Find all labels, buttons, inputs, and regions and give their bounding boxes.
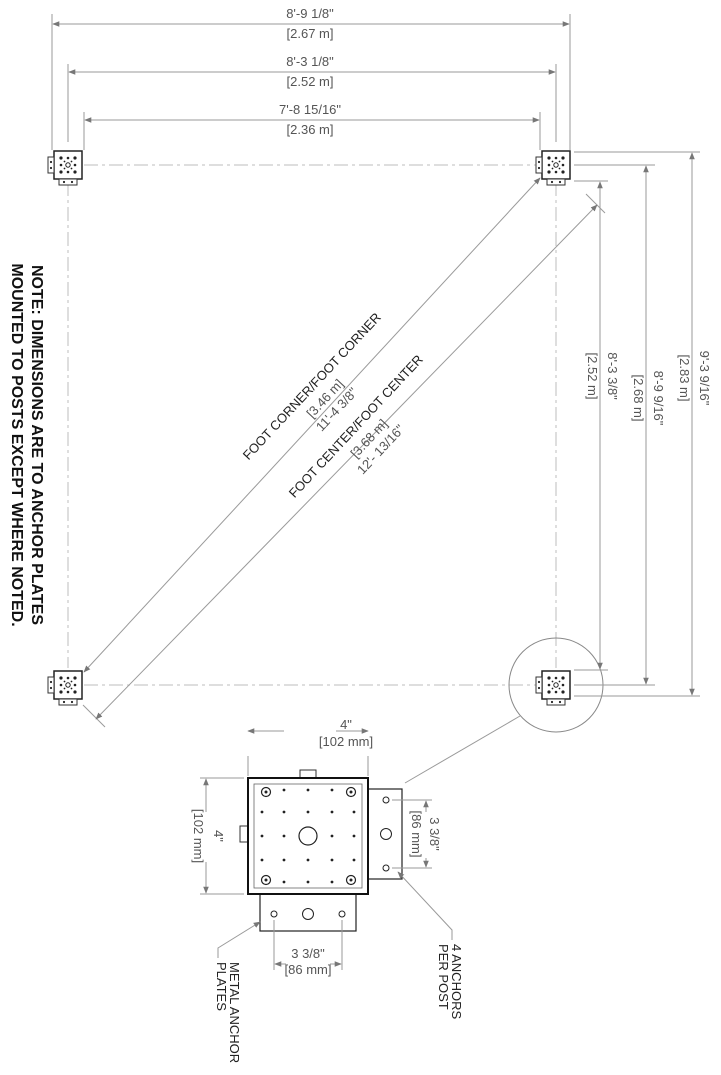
dim-post-height-metric: [102 mm] <box>191 809 206 863</box>
plates-label-line-2: PLATES <box>214 962 229 1011</box>
post-body <box>247 777 369 895</box>
post-top-left <box>47 150 83 186</box>
anchor-plate-right <box>367 788 403 880</box>
dim-top-middle-metric: [2.52 m] <box>287 74 334 89</box>
dim-top-outer-metric: [2.67 m] <box>287 26 334 41</box>
plates-label: METAL ANCHOR PLATES <box>214 962 242 1063</box>
plates-label-line-1: METAL ANCHOR <box>227 962 242 1063</box>
dim-line-diag-corner <box>83 177 541 673</box>
anchors-label-line-1: 4 ANCHORS <box>449 944 464 1019</box>
dim-line-diag-center <box>95 204 598 720</box>
anchors-label-line-2: PER POST <box>436 944 451 1010</box>
dim-plate-right-metric: [86 mm] <box>409 811 424 858</box>
dim-post-width-imperial: 4" <box>340 717 352 732</box>
dim-top-inner-imperial: 7'-8 15/16" <box>279 102 341 117</box>
dim-top-outer-imperial: 8'-9 1/8" <box>286 6 334 21</box>
dim-plate-bottom-imperial: 3 3/8" <box>291 946 325 961</box>
dim-post-width-metric: [102 mm] <box>319 734 373 749</box>
drawing-note: NOTE: DIMENSIONS ARE TO ANCHOR PLATES MO… <box>8 263 45 626</box>
dim-top-middle-imperial: 8'-3 1/8" <box>286 54 334 69</box>
dim-right-middle-metric: [2.68 m] <box>631 375 646 422</box>
post-top-right <box>535 150 571 186</box>
dim-right-middle-imperial: 8'-9 9/16" <box>651 371 666 426</box>
dim-right-inner-metric: [2.52 m] <box>585 353 600 400</box>
anchors-label: 4 ANCHORS PER POST <box>436 944 464 1019</box>
post-detail-view: 4" [102 mm] 4" [102 mm] 3 3/8" [86 mm] 3… <box>191 717 464 1063</box>
note-line-2: MOUNTED TO POSTS EXCEPT WHERE NOTED. <box>8 263 25 626</box>
dim-plate-right-imperial: 3 3/8" <box>427 817 442 851</box>
detail-leader <box>404 715 521 784</box>
dim-diag-center-title: FOOT CENTER/FOOT CENTER <box>286 352 426 501</box>
dim-right-outer-imperial: 9'-3 9/16" <box>697 351 712 406</box>
dim-right-inner-imperial: 8'-3 3/8" <box>605 352 620 400</box>
diagonal-dimensions: FOOT CORNER/FOOT CORNER [3.46 m] 11'-4 3… <box>82 177 606 728</box>
dim-plate-bottom-metric: [86 mm] <box>285 962 332 977</box>
post-bottom-left <box>47 670 83 706</box>
dim-top-inner-metric: [2.36 m] <box>287 122 334 137</box>
note-line-1: NOTE: DIMENSIONS ARE TO ANCHOR PLATES <box>28 265 45 625</box>
right-dimensions: 9'-3 9/16" [2.83 m] 8'-9 9/16" [2.68 m] … <box>574 151 712 697</box>
top-dimensions: 8'-9 1/8" [2.67 m] 8'-3 1/8" [2.52 m] 7'… <box>51 6 571 150</box>
post-bottom-right <box>535 670 571 706</box>
dim-right-outer-metric: [2.83 m] <box>677 355 692 402</box>
dim-post-height-imperial: 4" <box>211 830 226 842</box>
